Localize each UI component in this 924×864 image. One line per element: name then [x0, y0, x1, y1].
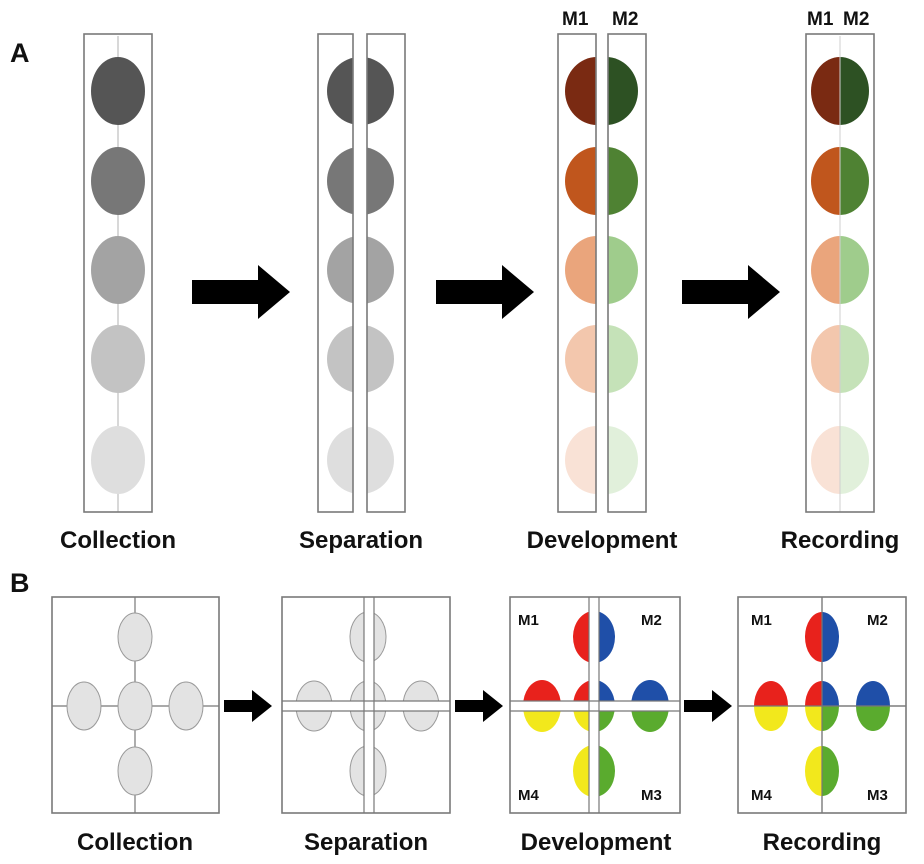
recording-card-m3-label: M3 [867, 787, 888, 804]
development-card-m1-label: M1 [518, 612, 539, 629]
recording-spot [811, 57, 869, 125]
development-spot-m2 [606, 147, 638, 215]
development-m2-label: M2 [612, 9, 638, 30]
arrow-a3-icon [682, 265, 780, 319]
panel-a-step-collection: Collection [60, 527, 176, 554]
collection-card-spot [67, 682, 101, 730]
panel-a-step-development: Development [527, 527, 678, 554]
separation-spot-right [361, 236, 394, 304]
panel-a: A M1 M2 M1 M2 [10, 9, 899, 554]
arrow-a1-icon [192, 265, 290, 319]
recording-spot [811, 147, 869, 215]
strip-development-spots [565, 57, 638, 494]
strip-development: M1 M2 [557, 9, 647, 513]
card-development: M1 M2 M3 M4 [509, 596, 681, 814]
recording-card-m2-label: M2 [867, 612, 888, 629]
recording-m1-label: M1 [807, 9, 834, 30]
recording-spot [811, 236, 869, 304]
panel-b-step-separation: Separation [304, 829, 428, 856]
card-recording: M1 M2 M3 M4 [737, 596, 907, 814]
card-recording-frame [737, 596, 907, 814]
collection-spot [91, 236, 145, 304]
development-card-m4-label: M4 [518, 787, 539, 804]
strip-separation-right-frame [366, 33, 406, 513]
strip-collection-spots [91, 57, 145, 494]
card-separation-frame [281, 596, 451, 814]
panel-b-step-recording: Recording [763, 829, 882, 856]
separation-spot-right [361, 426, 394, 494]
collection-spot [91, 426, 145, 494]
separation-spot-left [327, 57, 360, 125]
panel-b-step-development: Development [521, 829, 672, 856]
recording-card-spot-bottom [805, 746, 839, 796]
separation-spot-right [361, 325, 394, 393]
development-m1-label: M1 [562, 9, 589, 30]
collection-card-spot [118, 682, 152, 730]
card-collection [51, 596, 220, 814]
recording-card-spot-right [856, 681, 890, 731]
recording-spot [811, 426, 869, 494]
recording-spot [811, 325, 869, 393]
strip-collection-frame [83, 33, 153, 513]
separation-spot-right [361, 147, 394, 215]
development-spot-m2 [606, 236, 638, 304]
separation-spot-right [361, 57, 394, 125]
strip-recording-spots [811, 36, 869, 512]
recording-card-m1-label: M1 [751, 612, 772, 629]
collection-spot [91, 325, 145, 393]
strip-separation-left-frame [317, 33, 354, 513]
separation-spot-left [327, 426, 360, 494]
collection-spot [91, 57, 145, 125]
panel-a-letter: A [10, 38, 30, 68]
panel-b: B M1 [10, 568, 907, 856]
separation-spot-left [327, 147, 360, 215]
panel-a-step-recording: Recording [781, 527, 900, 554]
collection-card-spot [118, 747, 152, 795]
separation-spot-left [327, 325, 360, 393]
development-spot-m2 [606, 426, 638, 494]
strip-separation-spots [327, 57, 394, 494]
card-collection-spots [66, 612, 204, 796]
development-spot-m1 [565, 236, 597, 304]
development-spot-m2 [606, 57, 638, 125]
separation-spot-left [327, 236, 360, 304]
strip-development-m2-frame [607, 33, 647, 513]
arrow-b2-icon [455, 690, 503, 722]
strip-separation [317, 33, 406, 513]
recording-card-spot-left [754, 681, 788, 731]
strip-recording-frame [805, 33, 875, 513]
panel-b-letter: B [10, 568, 30, 598]
development-card-spot-center [573, 680, 615, 732]
development-spot-m1 [565, 325, 597, 393]
development-spot-m1 [565, 426, 597, 494]
collection-card-spot [169, 682, 203, 730]
strip-recording: M1 M2 [805, 9, 875, 513]
card-recording-spots [738, 597, 906, 813]
panel-b-step-collection: Collection [77, 829, 193, 856]
card-development-frame [509, 596, 681, 814]
arrow-b3-icon [684, 690, 732, 722]
recording-card-spot-center [805, 681, 839, 731]
arrow-a2-icon [436, 265, 534, 319]
development-card-m2-label: M2 [641, 612, 662, 629]
collection-card-spot [118, 613, 152, 661]
development-spot-m1 [565, 57, 597, 125]
collection-spot [91, 147, 145, 215]
development-card-spot-right [631, 680, 669, 732]
recording-card-spot-top [805, 612, 839, 662]
development-card-m3-label: M3 [641, 787, 662, 804]
development-spot-m2 [606, 325, 638, 393]
panel-a-step-separation: Separation [299, 527, 423, 554]
development-card-spot-left [523, 680, 561, 732]
card-separation [281, 596, 451, 814]
strip-collection [83, 33, 153, 513]
recording-m2-label: M2 [843, 9, 869, 30]
recording-card-m4-label: M4 [751, 787, 772, 804]
arrow-b1-icon [224, 690, 272, 722]
card-collection-frame [51, 596, 220, 814]
strip-development-m1-frame [557, 33, 597, 513]
development-spot-m1 [565, 147, 597, 215]
